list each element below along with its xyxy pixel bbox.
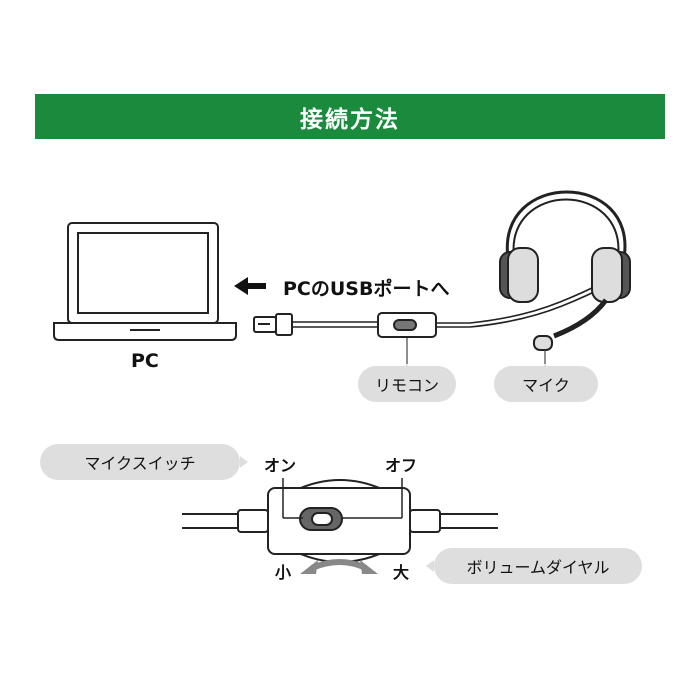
remote-pill: リモコン — [358, 366, 456, 402]
mic-switch-pill: マイクスイッチ — [40, 444, 240, 480]
headset-icon — [499, 190, 631, 351]
usb-port-label: PCのUSBポートへ — [283, 278, 450, 300]
label-pointers — [406, 338, 546, 364]
title-banner: 接続方法 — [35, 94, 665, 139]
arrowheads — [300, 560, 378, 574]
off-label: オフ — [385, 456, 418, 475]
page-title: 接続方法 — [300, 106, 400, 133]
mic-label: マイク — [522, 376, 570, 395]
mic-pill: マイク — [494, 366, 598, 402]
small-label: 小 — [275, 563, 292, 582]
pc-label: PC — [131, 350, 159, 372]
switch-pointers — [282, 478, 403, 519]
curved-arrow-icon — [310, 559, 368, 571]
mic-switch-label: マイクスイッチ — [84, 454, 196, 473]
remote-detail-icon — [182, 479, 498, 563]
usb-plug-icon — [253, 313, 293, 336]
volume-dial-label: ボリュームダイヤル — [466, 558, 610, 577]
remote-icon — [377, 312, 437, 338]
volume-dial-pill: ボリュームダイヤル — [434, 548, 642, 584]
large-label: 大 — [393, 563, 410, 582]
remote-label: リモコン — [374, 376, 439, 395]
volume-pointer — [426, 560, 434, 572]
mic-switch-pointer — [240, 456, 248, 468]
on-label: オン — [264, 456, 297, 475]
arrow-left-icon — [234, 277, 266, 295]
laptop-icon — [53, 222, 237, 341]
